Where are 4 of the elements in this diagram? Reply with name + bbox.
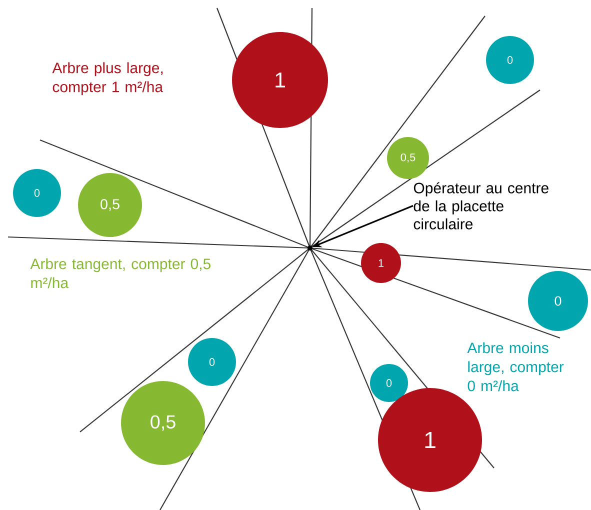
callout-text: Opérateur au centre de la placette circulaire — [414, 182, 548, 230]
caption-text: Arbre plus large, compter 1 m²/ha — [52, 62, 164, 96]
caption-text: Arbre tangent, compter 0,5 m²/ha — [30, 258, 210, 288]
center-point — [308, 246, 312, 250]
